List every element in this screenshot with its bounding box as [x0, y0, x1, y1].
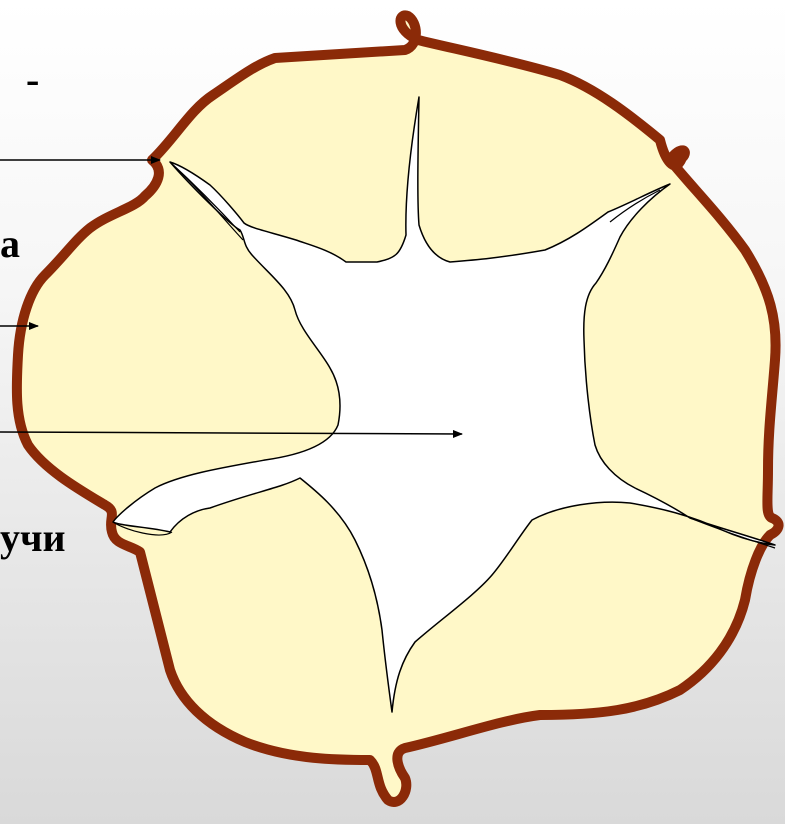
cross-section-diagram	[0, 0, 785, 824]
